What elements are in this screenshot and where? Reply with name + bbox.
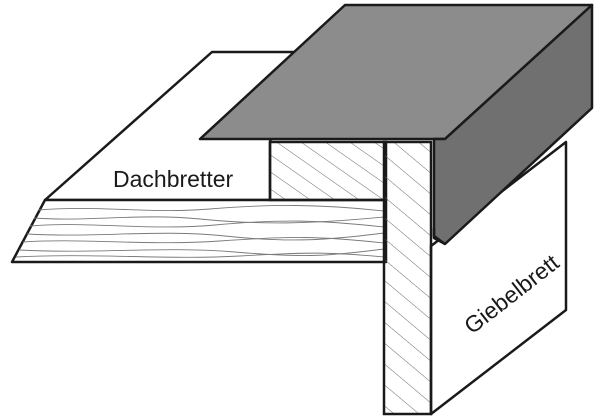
metal-cap-drip-hook xyxy=(432,228,446,246)
roof-board-front-edge xyxy=(10,198,388,264)
label-roof-boards: Dachbretter xyxy=(113,166,234,192)
wood-grain-lines xyxy=(15,205,385,258)
gable-board-edge xyxy=(382,140,433,416)
roof-board-end-grain xyxy=(268,140,388,202)
